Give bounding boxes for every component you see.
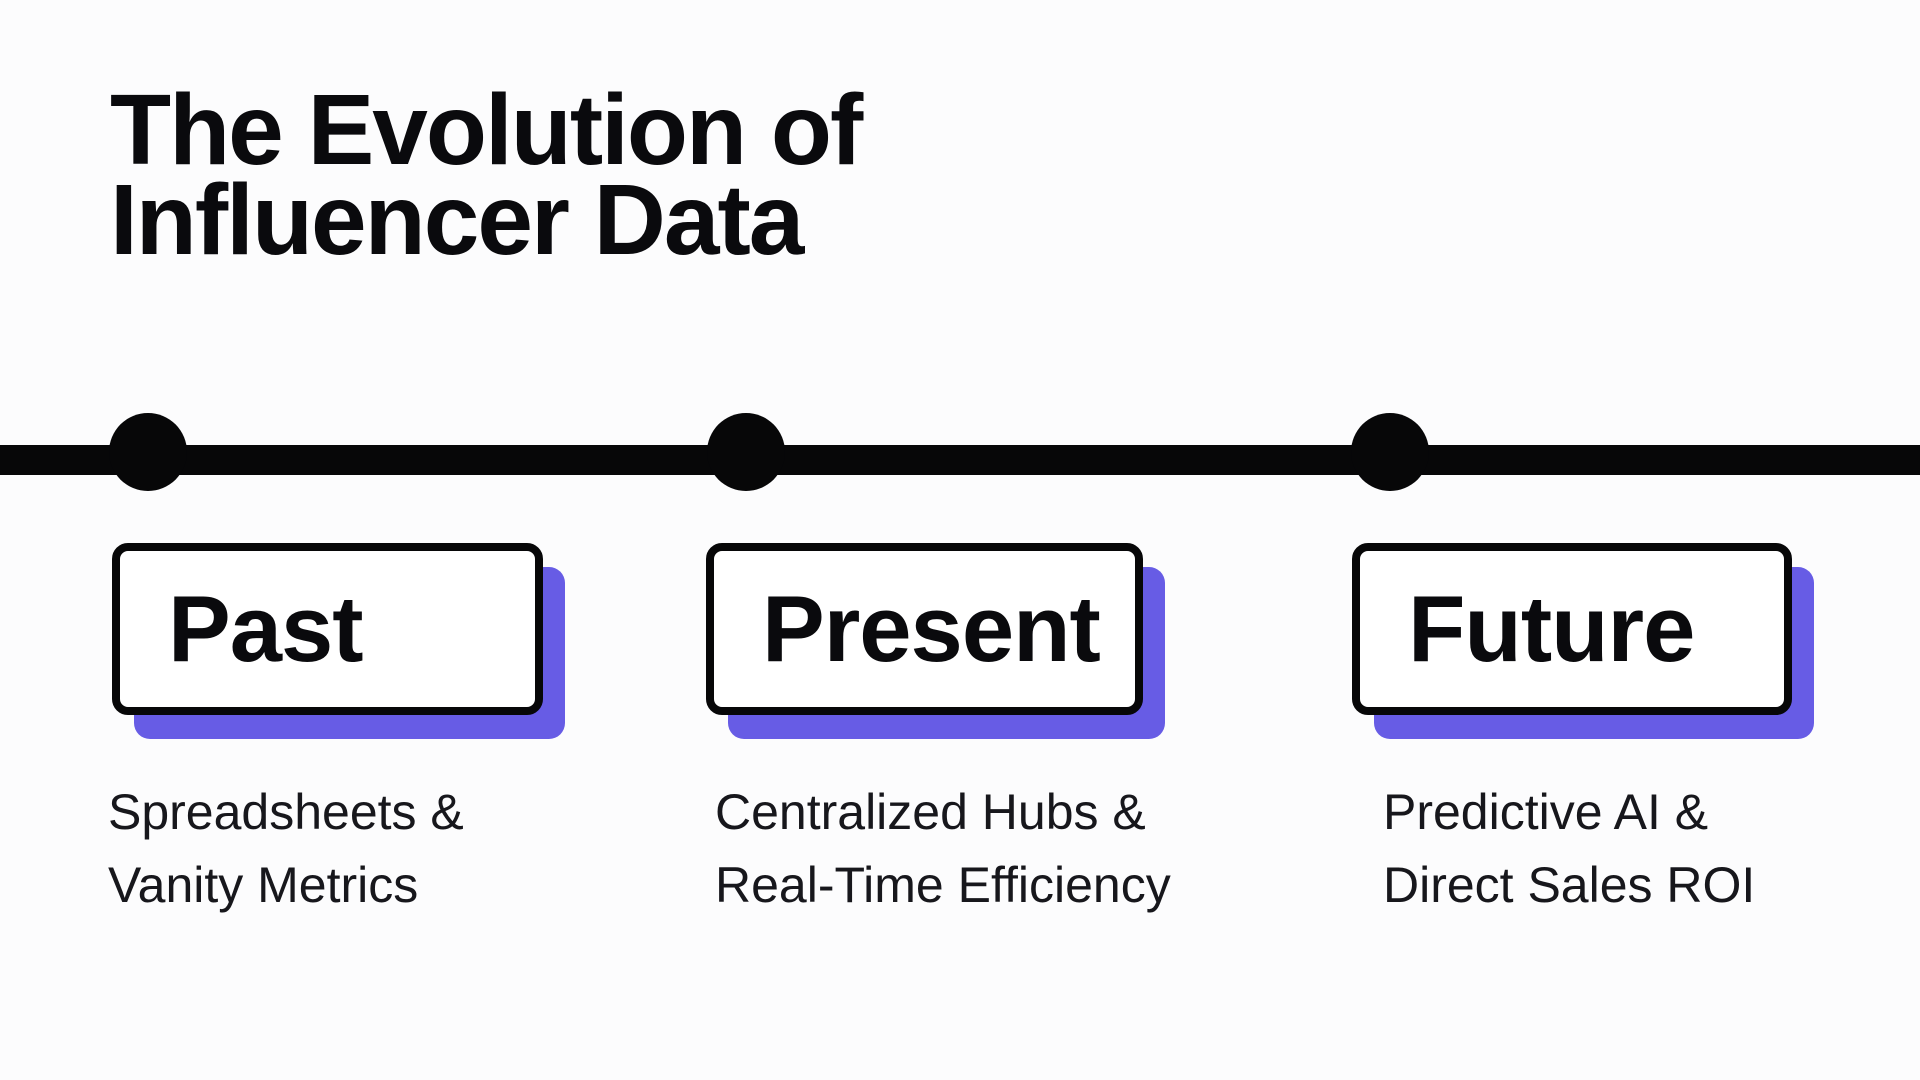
milestone-box-future: Future (1352, 543, 1792, 715)
milestone-description-present: Centralized Hubs & Real-Time Efficiency (715, 784, 1171, 913)
milestone-label-present: Present (762, 576, 1101, 681)
milestone-description-future: Predictive AI & Direct Sales ROI (1383, 784, 1756, 913)
milestone-label-future: Future (1408, 576, 1695, 681)
timeline-line (0, 445, 1920, 475)
timeline-dot-present (707, 413, 785, 491)
page-title: The Evolution of Influencer Data (110, 74, 863, 276)
milestone-box-past: Past (112, 543, 543, 715)
milestone-description-past: Spreadsheets & Vanity Metrics (108, 784, 464, 913)
milestone-label-past: Past (168, 576, 364, 681)
milestone-box-present: Present (706, 543, 1143, 715)
timeline-dot-past (109, 413, 187, 491)
timeline-dot-future (1351, 413, 1429, 491)
